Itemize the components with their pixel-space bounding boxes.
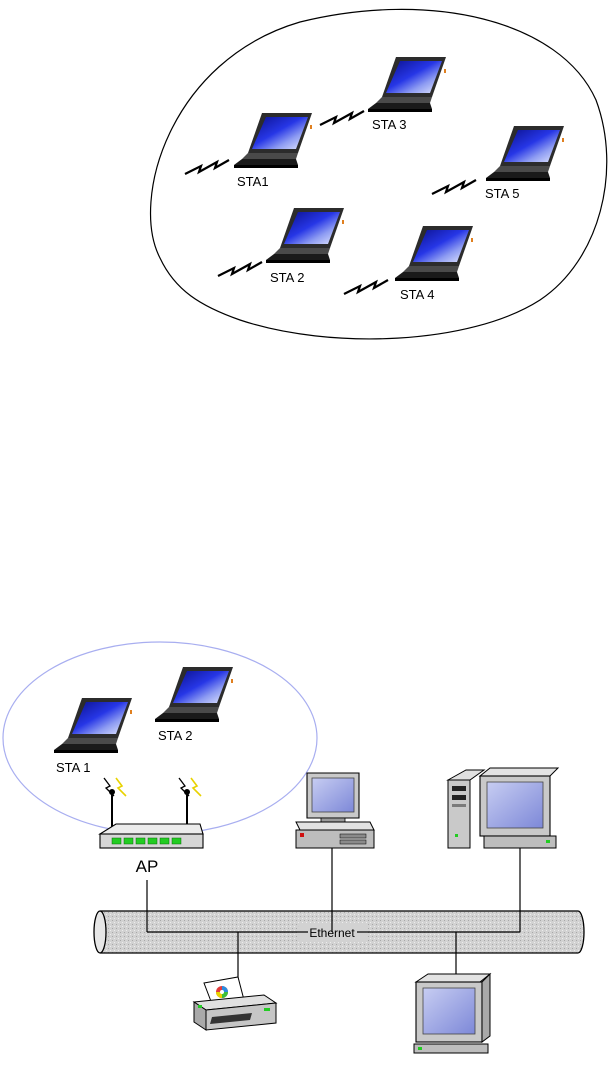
wireless-link-icon [344,280,388,294]
desktop-computer [296,773,374,848]
station-sta1: STA 1 [54,698,132,775]
adhoc-network: STA1 STA 2 STA 3 STA 4 STA 5 [151,9,607,339]
station-sta1: STA1 [185,113,312,189]
system-unit-icon [296,822,374,848]
station-sta4: STA 4 [344,226,473,302]
station-label: STA 5 [485,186,519,201]
station-label: STA 2 [158,728,192,743]
color-wheel-icon [216,986,228,998]
laptop-icon [155,667,233,722]
laptop-icon [266,208,344,263]
monitor-icon [416,974,490,1042]
wireless-link-icon [432,180,476,194]
ethernet-backbone: Ethernet [94,911,584,953]
station-label: STA 3 [372,117,406,132]
station-label: STA 2 [270,270,304,285]
workstation-computer [414,974,490,1053]
laptop-icon [486,126,564,181]
wireless-link-icon [320,111,364,125]
monitor-icon [480,768,558,848]
infrastructure-network: Ethernet STA 1 STA 2 [3,642,584,1053]
laptop-icon [54,698,132,753]
laptop-icon [234,113,312,168]
wireless-link-icon [218,262,262,276]
station-sta2: STA 2 [155,667,233,743]
system-unit-icon [414,1044,488,1053]
station-label: STA 1 [56,760,90,775]
printer [194,977,276,1030]
access-point: AP [100,778,203,876]
station-label: STA1 [237,174,269,189]
laptop-icon [395,226,473,281]
station-sta3: STA 3 [320,57,446,132]
laptop-icon [368,57,446,112]
ap-label: AP [136,857,159,876]
station-label: STA 4 [400,287,434,302]
antenna-icon [104,778,126,828]
tower-icon [448,770,484,848]
wireless-link-icon [185,160,229,174]
antenna-icon [179,778,201,828]
station-sta5: STA 5 [432,126,564,201]
station-sta2: STA 2 [218,208,344,285]
server-computer [448,768,558,848]
monitor-icon [307,773,359,822]
